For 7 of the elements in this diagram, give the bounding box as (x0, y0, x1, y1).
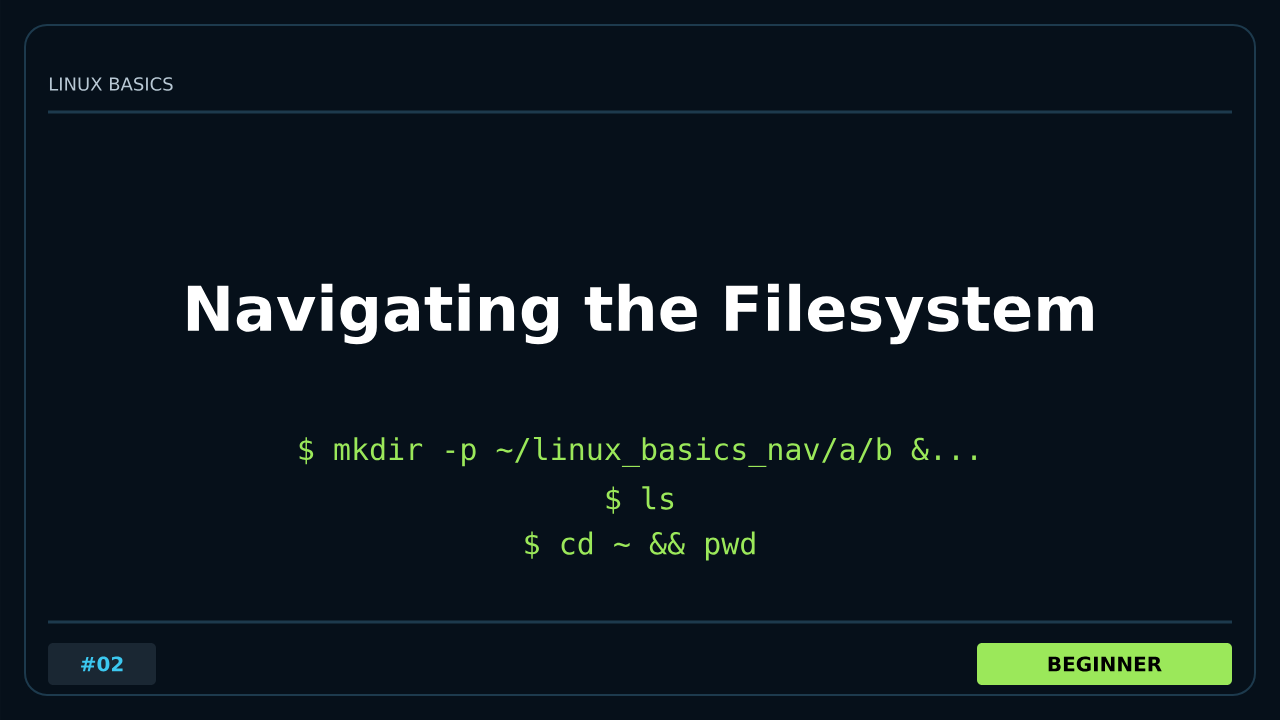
title: Navigating the Filesystem (187, 283, 1093, 345)
command-line: $ cd ~ && pwd (525, 531, 755, 561)
issue-badge: #02 (48, 643, 156, 685)
command-line: $ ls (606, 486, 674, 514)
subtitle: LINUX BASICS (50, 77, 173, 91)
level-badge: BEGINNER (977, 643, 1232, 685)
command-line: $ mkdir -p ~/linux_basics_nav/a/b &... (299, 437, 976, 467)
